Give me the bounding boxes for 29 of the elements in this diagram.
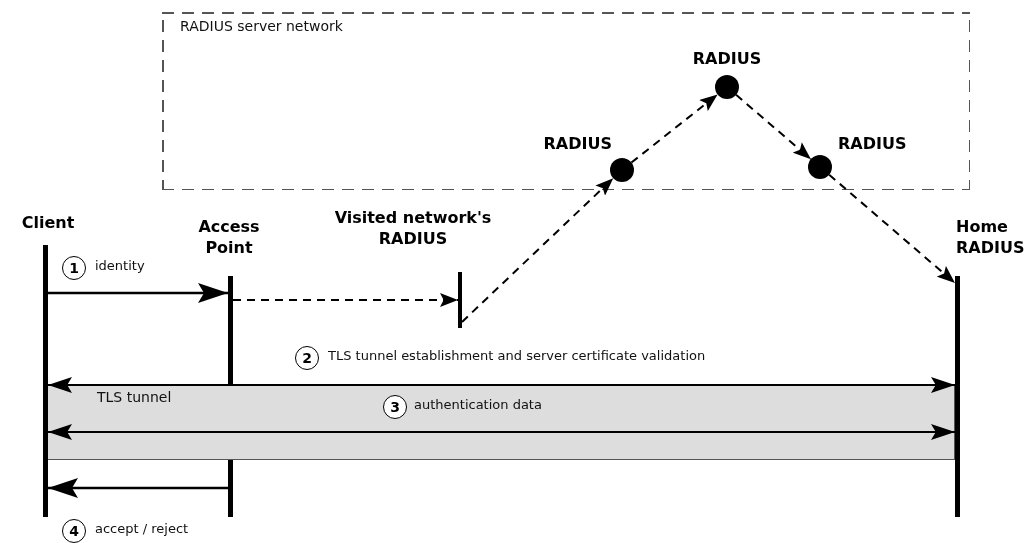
network-group-box — [162, 12, 970, 190]
server-node-dot — [610, 158, 634, 182]
participant-label: Client — [20, 212, 76, 233]
message-arrow — [47, 424, 956, 440]
server-node-dot — [715, 75, 739, 99]
dashed-arrow — [735, 93, 812, 161]
participant-label: Access Point — [197, 216, 261, 258]
message-arrow — [47, 377, 956, 393]
tunnel-label: TLS tunnel — [97, 389, 172, 405]
server-label: RADIUS — [838, 133, 908, 154]
participant-label: Visited network's RADIUS — [333, 207, 493, 249]
callout-number: 2 — [295, 346, 319, 370]
group-title: RADIUS server network — [180, 18, 343, 34]
dashed-arrow — [461, 177, 615, 323]
participant-label: Home RADIUS — [955, 216, 1026, 258]
edge-label: authentication data — [414, 397, 542, 412]
server-node-dot — [808, 155, 832, 179]
edge-label: accept / reject — [95, 521, 189, 536]
edge-label: TLS tunnel establishment and server certificate validation — [328, 348, 706, 363]
server-label: RADIUS — [691, 48, 763, 69]
dashed-arrow — [630, 93, 719, 164]
dashed-arrow — [828, 173, 956, 284]
server-label: RADIUS — [542, 133, 612, 154]
message-arrow — [48, 283, 228, 303]
callout-number: 1 — [62, 256, 86, 280]
edge-label: identity — [95, 258, 145, 273]
message-arrow — [48, 478, 228, 498]
dashed-arrow — [232, 293, 459, 307]
callout-number: 4 — [62, 519, 86, 543]
